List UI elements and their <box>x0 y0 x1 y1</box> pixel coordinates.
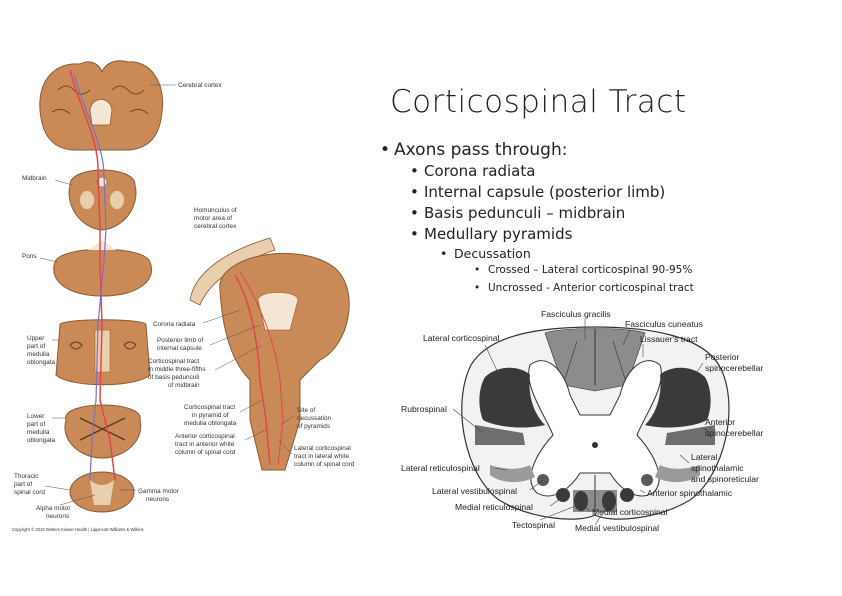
label-anterior-spinothalamic: Anterior spinothalamic <box>647 488 733 498</box>
sub-bullet-text: Basis pedunculi – midbrain <box>424 204 626 222</box>
label-thoracic: spinal cord <box>14 489 45 496</box>
pons-section <box>53 240 152 297</box>
label-upper-medulla: medulla <box>27 351 50 358</box>
spinal-cord-cross-section: Fasciculus gracilis Fasciculus cuneatus … <box>401 309 763 533</box>
label-posterior-limb: internal capsule <box>157 345 202 352</box>
label-midbrain: Midbrain <box>22 175 47 182</box>
label-site-decussation: of pyramids <box>297 423 330 430</box>
label-lateral-reticulospinal: Lateral reticulospinal <box>401 463 480 473</box>
brainstem-cord-view <box>219 252 350 471</box>
label-tectospinal: Tectospinal <box>512 520 555 530</box>
tract-lines <box>69 69 284 481</box>
leader-lines <box>39 84 295 506</box>
label-lower-medulla: medulla <box>27 429 50 436</box>
label-fasciculus-cuneatus: Fasciculus cuneatus <box>625 319 703 329</box>
dorsal-columns <box>544 328 646 392</box>
label-posterior-spinocerebellar: spinocerebellar <box>705 363 763 373</box>
crossed-bullet: •Crossed – Lateral corticospinal 90-95% <box>474 264 693 276</box>
label-lateral-spinothalamic: spinothalamic <box>691 463 744 473</box>
label-rubrospinal: Rubrospinal <box>401 404 447 414</box>
label-lower-medulla: Lower <box>27 413 45 420</box>
label-ct-pyramid: in pyramid of <box>192 412 229 419</box>
sub-bullet-2: •Internal capsule (posterior limb) <box>410 183 666 201</box>
label-ct-midbrain: in middle three-fifths <box>148 366 206 373</box>
crossed-text: Crossed – Lateral corticospinal 90-95% <box>488 264 693 276</box>
label-lower-medulla: oblongata <box>27 437 56 444</box>
cross-section-leaders <box>452 319 712 526</box>
label-lateral-ct: tract in lateral white <box>294 453 349 460</box>
label-gamma-motor: neurons <box>146 496 169 503</box>
label-ct-pyramid: Corticospinal tract <box>184 404 235 411</box>
label-thoracic: Thoracic <box>14 473 39 480</box>
label-homunculus: Homunculus of <box>194 207 237 214</box>
label-alpha-motor: neurons <box>46 513 69 520</box>
sub-bullet-text: Internal capsule (posterior limb) <box>424 183 666 201</box>
label-upper-medulla: Upper <box>27 335 45 342</box>
rubrospinal-tracts <box>475 425 715 445</box>
label-corona-radiata: Corona radiata <box>153 321 196 328</box>
label-anterior-ct: column of spinal cord <box>175 449 236 456</box>
uncrossed-bullet: •Uncrossed - Anterior corticospinal trac… <box>474 282 694 294</box>
thoracic-cord-section <box>69 471 135 513</box>
label-ct-midbrain: of midbrain <box>168 382 200 389</box>
midbrain-section <box>68 169 137 231</box>
label-homunculus: cerebral cortex <box>194 223 237 230</box>
label-copyright: Copyright © 2010 Wolters Kluwer Health |… <box>12 527 144 532</box>
uncrossed-text: Uncrossed - Anterior corticospinal tract <box>488 282 694 294</box>
label-homunculus: motor area of <box>194 215 232 222</box>
label-posterior-spinocerebellar: Posterior <box>705 352 740 362</box>
label-lateral-ct: Lateral corticospinal <box>294 445 351 452</box>
upper-medulla-section <box>55 319 151 386</box>
sub-bullet-text: Medullary pyramids <box>424 225 573 243</box>
label-lower-medulla: part of <box>27 421 45 428</box>
slide-title: Corticospinal Tract <box>390 84 687 120</box>
label-ct-midbrain: of basis pedunculi <box>148 374 199 381</box>
lateral-corticospinal-tracts <box>479 367 711 428</box>
label-alpha-motor: Alpha motor <box>36 505 71 512</box>
label-cerebral-cortex: Cerebral cortex <box>178 82 222 89</box>
label-lateral-ct: column of spinal cord <box>294 461 355 468</box>
left-figure-labels: Cerebral cortex Midbrain Pons Upper part… <box>12 82 355 532</box>
label-upper-medulla: part of <box>27 343 45 350</box>
label-medial-vestibulospinal: Medial vestibulospinal <box>575 523 659 533</box>
label-site-decussation: decussation <box>297 415 332 422</box>
bullet-axons: •Axons pass through: <box>380 140 568 160</box>
label-lissauer-tract: Lissauer's tract <box>640 334 698 344</box>
label-thoracic: part of <box>14 481 32 488</box>
label-lateral-spinothalamic: Lateral <box>691 452 717 462</box>
right-figure-labels: Fasciculus gracilis Fasciculus cuneatus … <box>401 309 763 533</box>
label-gamma-motor: Gamma motor <box>138 488 180 495</box>
corticospinal-pathway-figure: Cerebral cortex Midbrain Pons Upper part… <box>12 60 355 532</box>
label-ct-pyramid: medulla oblongata <box>184 420 237 427</box>
label-anterior-spinocerebellar: spinocerebellar <box>705 428 763 438</box>
label-upper-medulla: oblongata <box>27 359 56 366</box>
label-posterior-limb: Posterior limb of <box>157 337 203 344</box>
label-ct-midbrain: Corticospinal tract <box>148 358 199 365</box>
homunculus-figure <box>189 237 276 306</box>
decussation-text: Decussation <box>454 246 531 261</box>
brain-coronal-section <box>39 60 164 151</box>
label-lateral-spinothalamic: and spinoreticular <box>691 474 759 484</box>
label-pons: Pons <box>22 253 37 260</box>
label-lateral-vestibulospinal: Lateral vestibulospinal <box>432 486 517 496</box>
label-fasciculus-gracilis: Fasciculus gracilis <box>541 309 611 319</box>
label-anterior-ct: tract in anterior white <box>175 441 235 448</box>
sub-bullet-4: •Medullary pyramids <box>410 225 573 243</box>
bullet-text: Axons pass through: <box>394 140 568 160</box>
label-anterior-ct: Anterior corticospinal <box>175 433 235 440</box>
gray-matter <box>528 360 662 497</box>
label-medial-reticulospinal: Medial reticulospinal <box>455 502 533 512</box>
label-medial-corticospinal: Medial corticospinal <box>592 507 668 517</box>
sub-bullet-3: •Basis pedunculi – midbrain <box>410 204 626 222</box>
sub-bullet-1: •Corona radiata <box>410 162 536 180</box>
lower-medulla-section <box>64 404 142 459</box>
label-site-decussation: Site of <box>297 407 315 414</box>
label-lateral-corticospinal: Lateral corticospinal <box>423 333 500 343</box>
sub-bullet-text: Corona radiata <box>424 162 536 180</box>
decussation-bullet: •Decussation <box>440 246 531 261</box>
label-anterior-spinocerebellar: Anterior <box>705 417 735 427</box>
